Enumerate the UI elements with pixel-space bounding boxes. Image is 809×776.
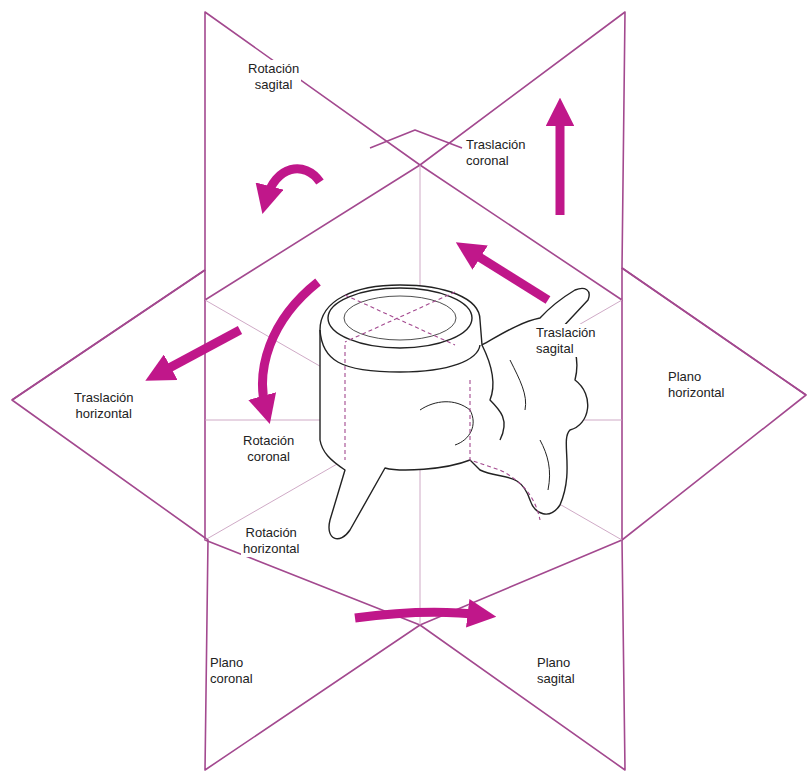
plane-outline <box>12 12 806 770</box>
motion-label: Traslación horizontal <box>72 389 135 422</box>
motion-label: Traslación coronal <box>464 136 527 169</box>
motion-label: Rotación coronal <box>241 432 296 465</box>
motion-arrow <box>158 112 560 618</box>
motion-label: Rotación sagital <box>246 60 301 93</box>
motion-label: Plano horizontal <box>666 368 726 401</box>
vertebra-section <box>345 292 540 520</box>
motion-label: Plano coronal <box>208 654 255 687</box>
motion-label: Rotación horizontal <box>241 524 301 557</box>
motion-label: Traslación sagital <box>534 324 597 357</box>
plane-intersection <box>205 165 622 625</box>
motion-label: Plano sagital <box>535 654 577 687</box>
